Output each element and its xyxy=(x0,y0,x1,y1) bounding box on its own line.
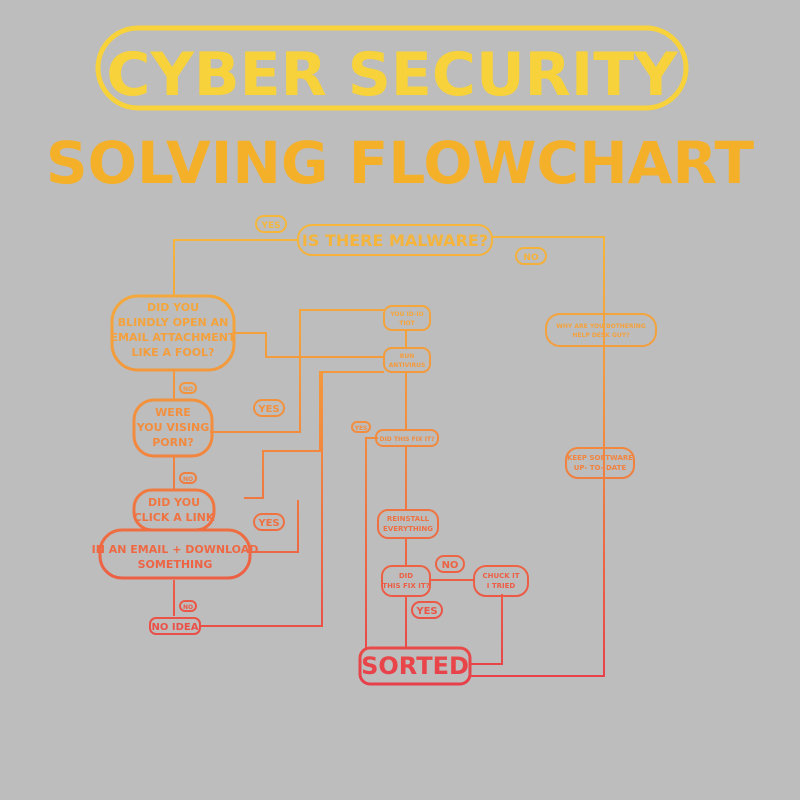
badge-no-3 xyxy=(179,600,197,612)
download-label-2: SOMETHING xyxy=(138,558,213,571)
you-idiot-label-2: TIOT xyxy=(399,320,415,327)
did-fix-2-label-1: DID xyxy=(399,572,413,580)
reinstall-label-1: REINSTALL xyxy=(387,515,430,523)
email-attachment-label-2: BLINDLY OPEN AN xyxy=(118,316,229,329)
node-sorted xyxy=(358,646,472,686)
yes-label-fix2: YES xyxy=(415,606,437,617)
badge-no-1 xyxy=(179,382,197,394)
click-link-label-2: CLICK A LINK xyxy=(134,511,215,524)
did-fix-2-label-2: THIS FIX IT? xyxy=(382,582,429,590)
node-did-fix-1 xyxy=(375,429,439,447)
email-attachment-label-3: EMAIL ATTACHMENT xyxy=(111,331,236,344)
run-antivirus-label-1: RUN xyxy=(400,353,415,360)
no-label-2: NO xyxy=(183,476,193,483)
title-line-2: SOLVING FLOWCHART xyxy=(46,129,755,197)
node-porn xyxy=(132,398,214,458)
badge-no-malware xyxy=(515,247,547,265)
yes-label-fix1: YES xyxy=(354,425,368,432)
malware-label: IS THERE MALWARE? xyxy=(302,231,488,250)
reinstall-label-2: EVERYTHING xyxy=(383,525,433,533)
yes-label-link: YES xyxy=(257,518,279,529)
chuck-it-label-2: I TRIED xyxy=(487,582,516,590)
run-antivirus-label-2: ANTIVIRUS xyxy=(389,362,426,369)
node-you-idiot xyxy=(383,305,431,331)
node-why-call xyxy=(545,313,657,347)
click-link-label-1: DID YOU xyxy=(148,496,200,509)
node-did-fix-2 xyxy=(381,565,431,597)
node-reinstall xyxy=(377,509,439,539)
title-line-1: CYBER SECURITY xyxy=(106,40,679,110)
badge-yes-fix2 xyxy=(411,601,443,619)
badge-yes-malware xyxy=(255,215,287,233)
node-run-antivirus xyxy=(383,347,431,373)
badge-no-2 xyxy=(179,472,197,484)
badge-yes-porn xyxy=(253,399,285,417)
no-idea-label: NO IDEA xyxy=(152,622,199,633)
node-download xyxy=(98,528,252,580)
no-label-1: NO xyxy=(183,386,193,393)
node-malware xyxy=(297,224,493,256)
porn-label-3: PORN? xyxy=(152,436,193,449)
why-call-label-1: WHY ARE YOU BOTHERING xyxy=(556,323,645,330)
yes-label-malware: YES xyxy=(260,221,280,231)
no-label-malware: NO xyxy=(523,253,539,263)
badge-yes-link xyxy=(253,513,285,531)
node-no-idea xyxy=(149,617,201,635)
title-frame xyxy=(95,25,689,111)
yes-label-porn: YES xyxy=(257,404,279,415)
email-attachment-label-4: LIKE A FOOL? xyxy=(132,346,215,359)
email-attachment-label-1: DID YOU xyxy=(147,301,199,314)
no-label-3: NO xyxy=(183,604,193,611)
did-fix-1-label: DID THIS FIX IT? xyxy=(380,436,435,443)
why-call-label-2: HELP DESK GUY? xyxy=(572,332,630,339)
download-label-1: IN AN EMAIL + DOWNLOAD xyxy=(92,543,259,556)
sorted-label: SORTED xyxy=(361,652,469,680)
connectors xyxy=(173,236,605,677)
badge-no-fix2 xyxy=(435,555,465,573)
badge-yes-fix1 xyxy=(351,421,371,433)
chuck-it-label-1: CHUCK IT xyxy=(482,572,519,580)
porn-label-2: YOU VISING xyxy=(136,421,210,434)
keep-updated-label-1: KEEP SOFTWARE xyxy=(567,454,633,462)
keep-updated-label-2: UP- TO- DATE xyxy=(574,464,627,472)
node-chuck-it xyxy=(473,565,529,597)
node-email-attachment xyxy=(110,294,236,372)
you-idiot-label-1: YOU ID-IO xyxy=(389,311,423,318)
porn-label-1: WERE xyxy=(155,406,191,419)
no-label-fix2: NO xyxy=(442,560,459,571)
node-keep-updated xyxy=(565,447,635,479)
